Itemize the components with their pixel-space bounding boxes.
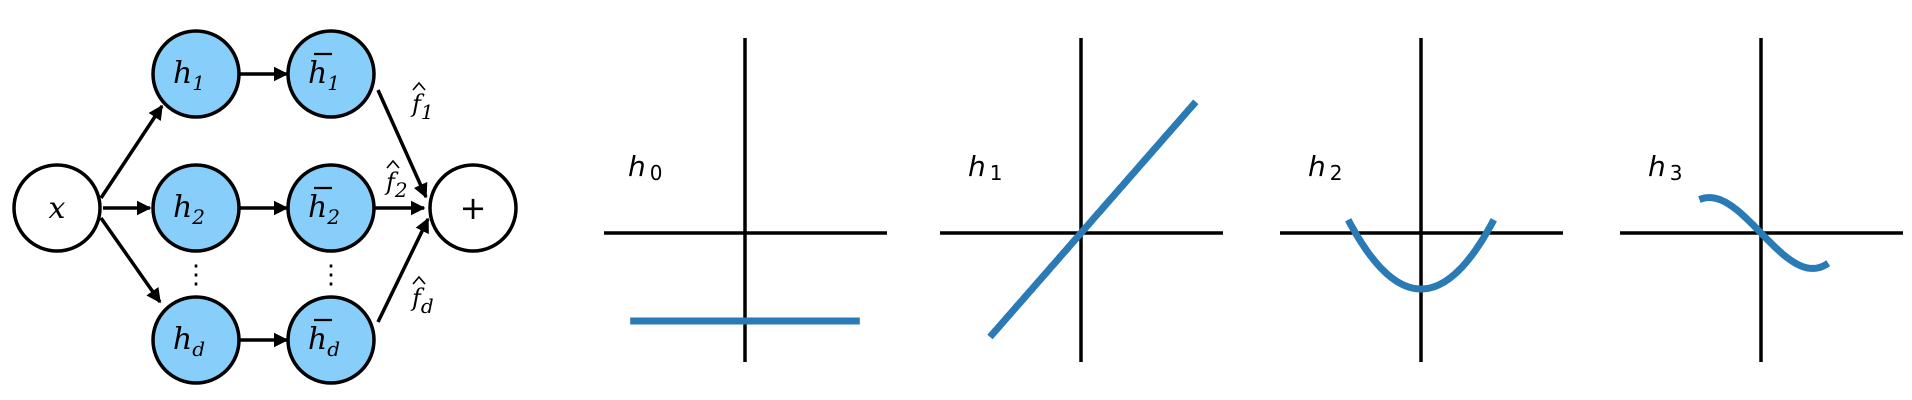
hidden-node-h2-base: h [173,190,192,225]
hidden-node-hd-base: h [173,322,192,357]
plot-h2-curve [1345,218,1497,293]
plot-h1-label-sub: 1 [990,161,1003,185]
hat-f1 [412,81,426,91]
hidden-node-h2: h2 [151,163,241,253]
plot-h2-label-sub: 2 [1330,161,1343,185]
edge-hdbar-sum [376,217,430,323]
plot-h0-label-base: h [628,150,646,183]
input-node-label-base: x [49,191,66,226]
hidden-node-h2bar-circle [286,163,376,253]
hidden-node-h2bar-label: h2 [308,190,340,229]
plot-h3-curve [1698,194,1831,272]
hidden-node-h2bar: h2 [286,163,376,253]
hidden-node-h2-label: h2 [173,190,205,229]
plot-h0-label-sub: 0 [650,161,663,185]
edges [99,66,430,348]
hat-f2 [386,159,400,169]
edge-label-f2-sub: 2 [394,178,408,202]
output-node: + [428,163,518,253]
network-diagram: f1 f2 fd x h1 [12,29,518,385]
edge-label-fd: fd [410,284,434,318]
output-node-circle [428,163,518,253]
hidden-node-h2-circle [151,163,241,253]
output-node-label: + [460,189,487,227]
hidden-node-h1-base: h [173,56,192,91]
ellipsis-right: ⋮ [318,260,344,290]
input-node: x [12,163,102,253]
hidden-node-hd-label: hd [173,322,205,361]
hat-fd [412,275,426,285]
plot-h1-curve [987,99,1199,340]
hidden-node-hdbar-circle [286,295,376,385]
edge-label-f2: f2 [384,168,408,202]
edge-x-h1 [99,104,164,199]
plot-h3-label-base: h [1648,150,1666,183]
hidden-node-hd-circle [151,295,241,385]
hidden-node-h1-label: h1 [173,56,205,95]
edge-label-f1-sub: 1 [421,100,434,124]
hidden-node-h1-circle [151,29,241,119]
hidden-node-h1-sub: 1 [192,71,205,95]
hidden-node-h1bar: h1 [286,29,376,119]
input-node-label: x [49,191,66,226]
ellipsis-left: ⋮ [183,260,209,290]
edge-label-f1: f1 [410,90,434,124]
hidden-node-h1bar-base: h [308,56,327,91]
hidden-node-hd-sub: d [192,337,205,361]
hidden-node-h1bar-label: h1 [308,56,340,95]
hidden-node-hdbar: hd [286,295,376,385]
hidden-node-hdbar-label: hd [308,322,340,361]
edge-label-fd-sub: d [421,294,434,318]
hidden-node-h2bar-base: h [308,190,327,225]
hidden-node-h1bar-circle [286,29,376,119]
edge-h1bar-sum [376,89,428,199]
hidden-node-h1bar-sub: 1 [327,71,340,95]
hidden-node-hdbar-sub: d [327,337,340,361]
hidden-node-h2bar-sub: 2 [326,205,340,229]
plot-h2-label-base: h [1308,150,1326,183]
hidden-node-hd: hd [151,295,241,385]
input-node-circle [12,163,102,253]
edge-x-hd [99,216,162,304]
plot-h1-label-base: h [968,150,986,183]
plot-h3-label-sub: 3 [1670,161,1683,185]
hidden-node-hdbar-base: h [308,322,327,357]
hidden-node-h1: h1 [151,29,241,119]
hidden-node-h2-sub: 2 [191,205,205,229]
